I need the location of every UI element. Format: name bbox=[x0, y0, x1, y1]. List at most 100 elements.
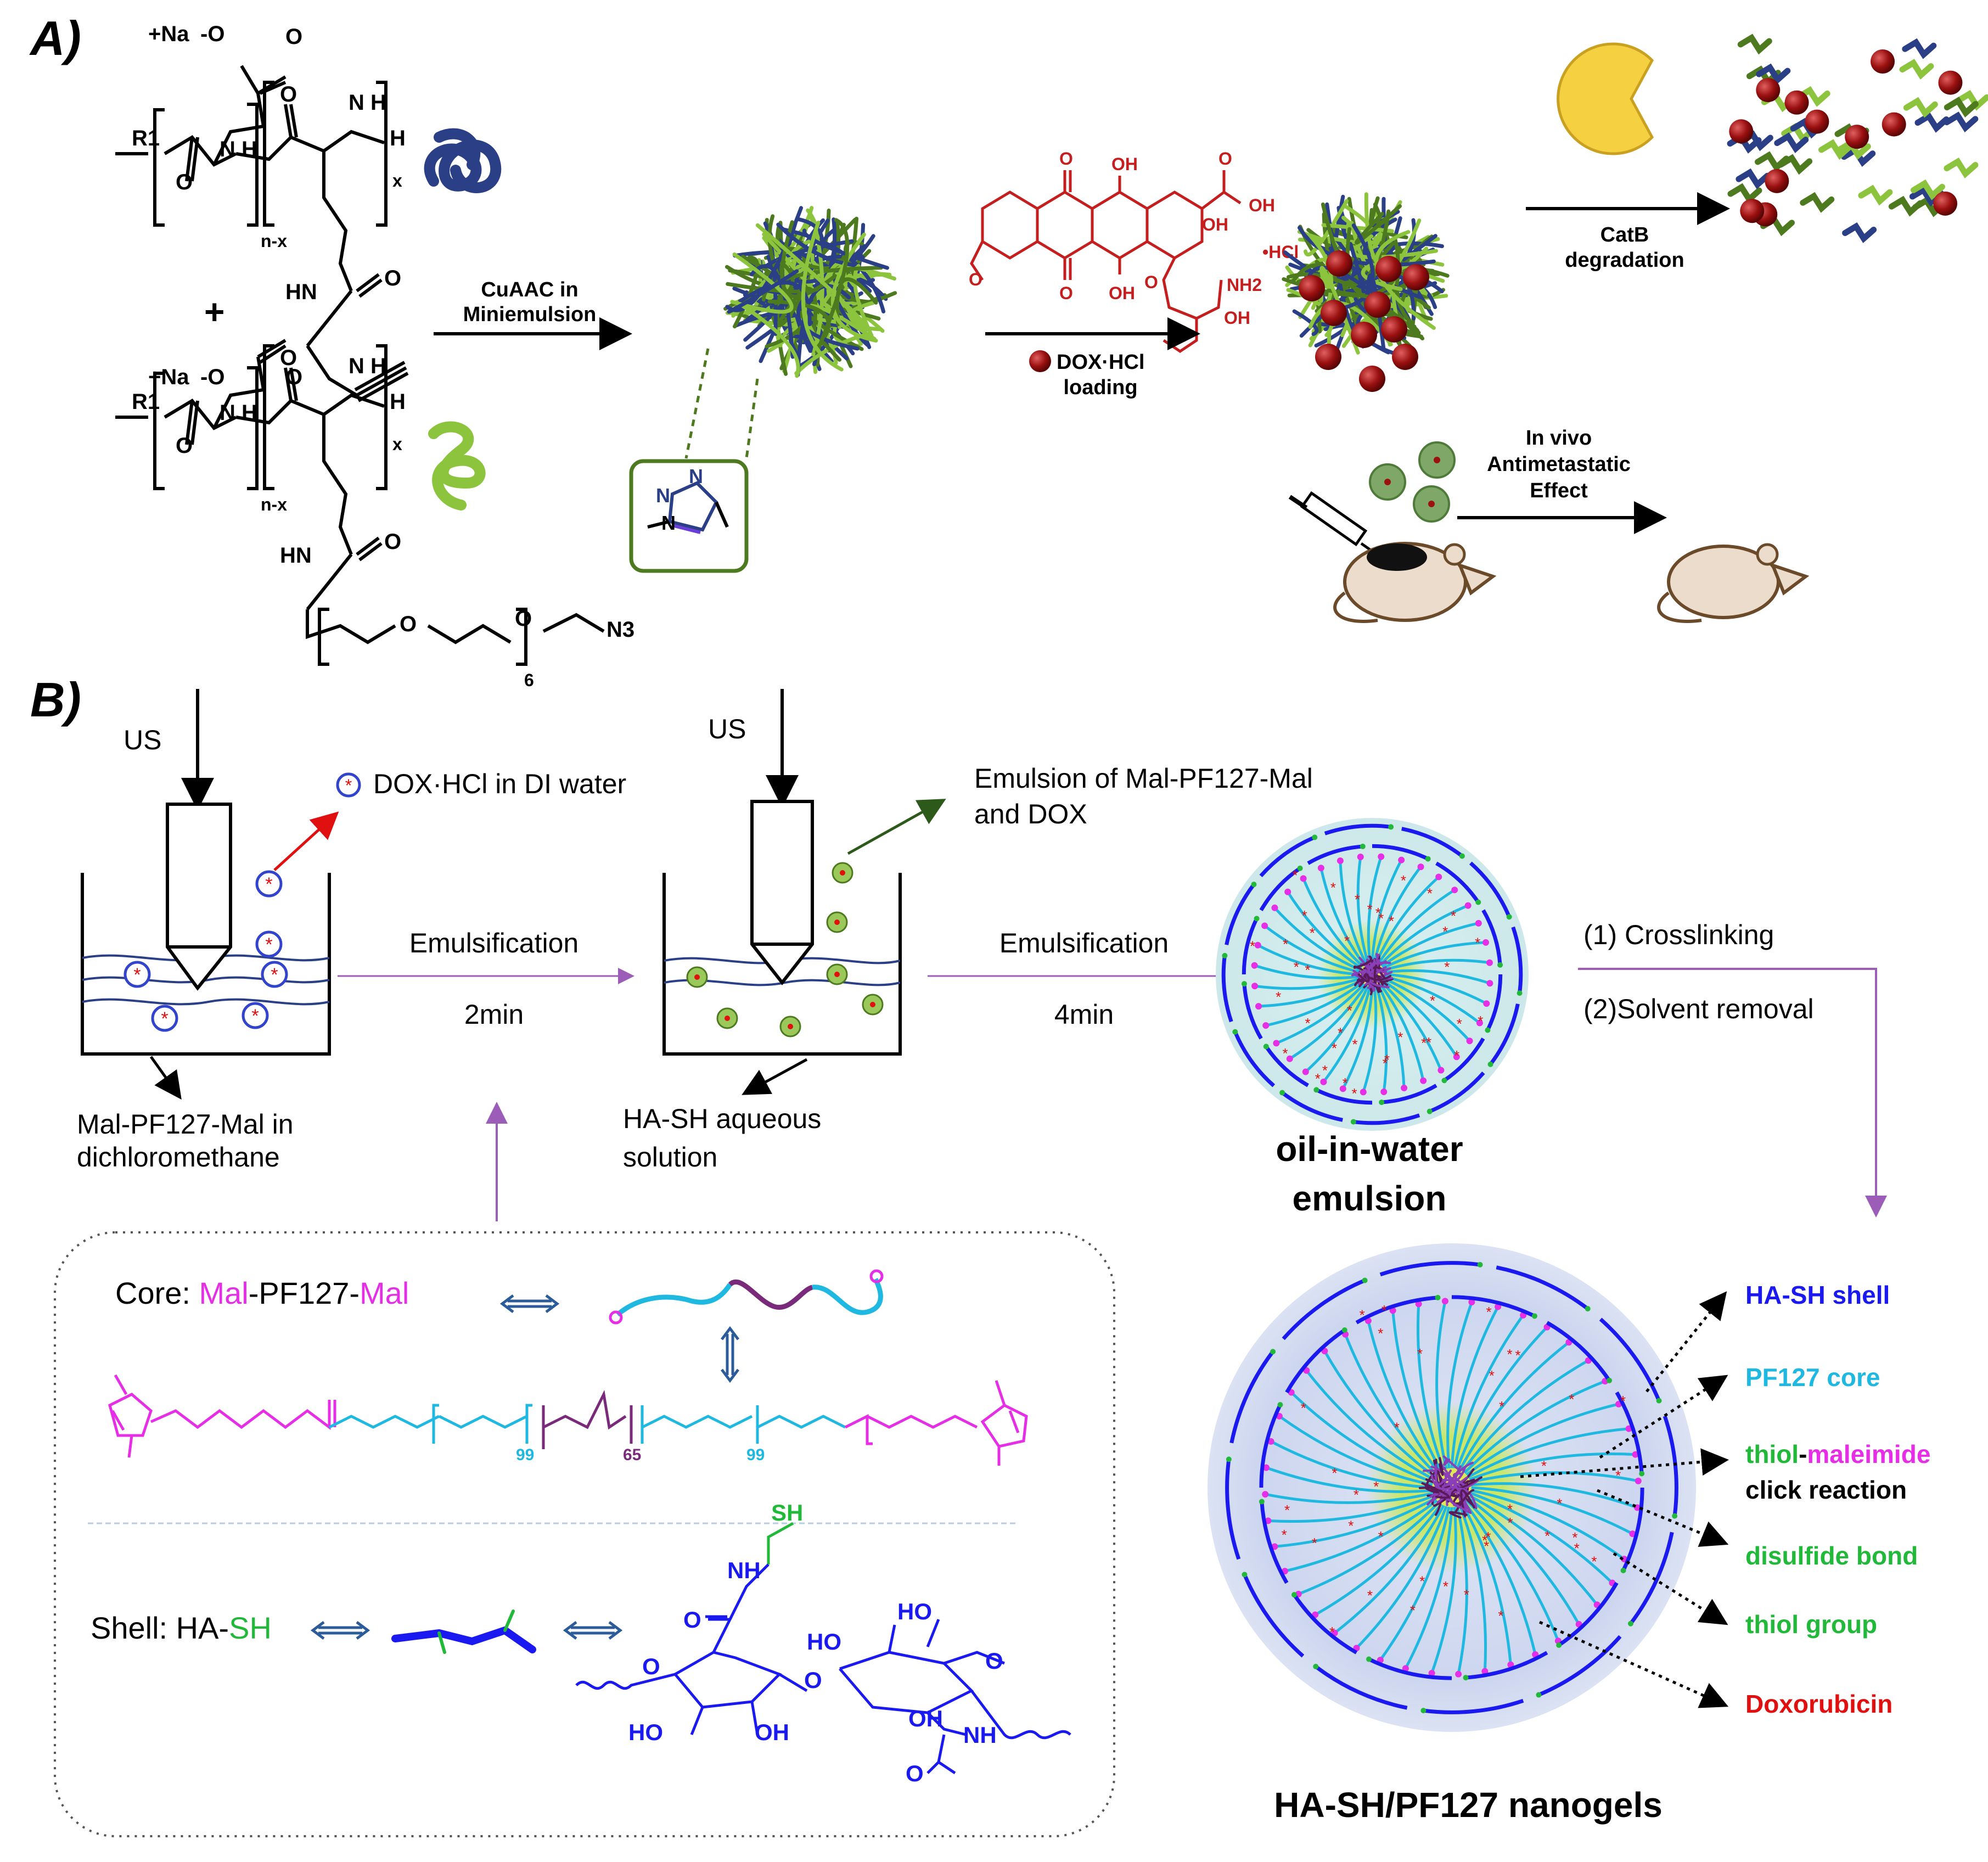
doxorubicin-star: * bbox=[1485, 1529, 1491, 1545]
thiol-group bbox=[1263, 1044, 1269, 1050]
ha-o1: O bbox=[642, 1653, 660, 1679]
ha-shell-segment bbox=[1315, 1665, 1408, 1710]
core-prefix: Core: bbox=[115, 1276, 199, 1310]
m2-anion: -O bbox=[200, 365, 224, 389]
ha-shell-segment bbox=[1221, 955, 1233, 1023]
doxorubicin-star: * bbox=[1620, 1393, 1626, 1409]
released-dox bbox=[1756, 78, 1781, 103]
legend-dash: - bbox=[1799, 1440, 1807, 1468]
pf127-arm bbox=[1467, 1427, 1629, 1478]
pf127-arm bbox=[1258, 979, 1362, 1008]
pf127-arm bbox=[1430, 1507, 1457, 1674]
maleimide-end bbox=[1475, 919, 1482, 927]
maleimide-end bbox=[1441, 1298, 1448, 1305]
polymer-strand bbox=[1429, 1465, 1462, 1498]
doxorubicin-star: * bbox=[1322, 1062, 1328, 1079]
doxorubicin-star: * bbox=[1344, 933, 1350, 949]
pf127-arm bbox=[1465, 1403, 1619, 1476]
legend-click: click reaction bbox=[1745, 1476, 1907, 1504]
ha-shell-segment bbox=[1401, 827, 1463, 858]
ha-shell-segment bbox=[1259, 1404, 1282, 1488]
oil-water-line2: emulsion bbox=[1293, 1179, 1447, 1218]
polymer-strand bbox=[1421, 1482, 1450, 1499]
ha-shell-segment bbox=[1242, 983, 1263, 1040]
polymer-strand bbox=[1345, 227, 1414, 299]
thiol-group bbox=[1313, 1663, 1319, 1669]
legend-thiol: thiol bbox=[1745, 1440, 1799, 1468]
doxorubicin-star: * bbox=[1515, 1347, 1520, 1364]
polymer-strand bbox=[749, 264, 795, 359]
pf127-arm bbox=[1379, 1506, 1451, 1661]
thiol-group bbox=[1360, 843, 1366, 849]
doxorubicin-star: * bbox=[1352, 1085, 1357, 1102]
thiol-group bbox=[1435, 1294, 1441, 1300]
ha-o-amide: O bbox=[683, 1607, 701, 1633]
ha-shell-segment bbox=[1546, 1321, 1611, 1382]
released-dox bbox=[1845, 125, 1869, 149]
dox-o3: O bbox=[1059, 283, 1073, 303]
catb-line1: CatB bbox=[1600, 223, 1649, 246]
thiol-group bbox=[1277, 1402, 1283, 1408]
ha-shell-segment bbox=[1281, 1091, 1343, 1122]
polymer-strand bbox=[802, 228, 889, 270]
nanogel-title: HA-SH/PF127 nanogels bbox=[1274, 1785, 1663, 1825]
pf127-arm bbox=[1287, 891, 1362, 969]
doxorubicin-star: * bbox=[1283, 1045, 1288, 1062]
legend-doxorubicin: Doxorubicin bbox=[1745, 1690, 1892, 1718]
ha-shell-segment bbox=[1538, 1635, 1622, 1697]
pf127-arm bbox=[1367, 856, 1383, 962]
thiol-group bbox=[1506, 914, 1512, 920]
pf127-arm bbox=[1323, 1350, 1436, 1478]
pf127-arm bbox=[1276, 983, 1366, 1045]
arrow-crosslinking bbox=[1578, 968, 1887, 1218]
polymer-fragment bbox=[1910, 179, 1945, 200]
doxorubicin-star: * bbox=[1498, 1608, 1503, 1624]
cuaac-label-line1: CuAAC in bbox=[481, 278, 578, 301]
droplet-core bbox=[834, 972, 840, 977]
ha-shell-segment bbox=[1293, 1594, 1358, 1655]
maleimide-end bbox=[1336, 857, 1344, 864]
ha-shell-segment bbox=[1435, 861, 1480, 904]
dox-droplet bbox=[261, 961, 288, 988]
maleimide-end bbox=[1420, 1077, 1427, 1084]
pf127-arm bbox=[1319, 867, 1366, 966]
dox-particle bbox=[1403, 264, 1429, 290]
polymer-fragment bbox=[1899, 59, 1934, 80]
ha-shell-segment bbox=[1229, 1350, 1274, 1444]
polymer-fragment bbox=[1836, 139, 1871, 160]
thiol-group bbox=[1270, 1349, 1276, 1355]
core-mal2: Mal bbox=[360, 1276, 409, 1310]
maleimide-end bbox=[1483, 1000, 1490, 1007]
polymer-fragment bbox=[1737, 33, 1772, 55]
polymer-fragment bbox=[1727, 183, 1762, 204]
maleimide-end bbox=[1271, 904, 1278, 911]
ha-ho1: HO bbox=[628, 1719, 663, 1745]
thiol-group bbox=[1251, 882, 1257, 888]
polymer-strand bbox=[763, 239, 854, 269]
catb-enzyme-icon bbox=[1557, 42, 1654, 155]
azide-polyglutamate-structure bbox=[115, 339, 605, 666]
polymer-fragment bbox=[1914, 112, 1950, 133]
pf127-arm bbox=[1379, 983, 1425, 1081]
pf127-arm bbox=[1470, 1491, 1614, 1584]
pf127-arm bbox=[1380, 922, 1479, 968]
pf127-arm bbox=[1367, 1320, 1440, 1474]
doxorubicin-star: * bbox=[1545, 1528, 1550, 1544]
pf127-arm bbox=[1273, 907, 1361, 972]
doxorubicin-star: * bbox=[1343, 1075, 1348, 1091]
doxorubicin-star: * bbox=[1401, 872, 1406, 889]
thiol-group bbox=[1242, 1572, 1248, 1578]
doxorubicin-star: * bbox=[1591, 1553, 1597, 1569]
core-double-arrow bbox=[499, 1294, 560, 1313]
doxorubicin-star: * bbox=[1457, 1016, 1462, 1032]
doxorubicin-star: * bbox=[1541, 1458, 1547, 1474]
pf127-arm bbox=[1463, 1501, 1537, 1655]
alkyne-polyglutamate-structure bbox=[115, 65, 409, 402]
ha-shell-segment bbox=[1233, 1031, 1276, 1087]
pf127-sub-99a: 99 bbox=[516, 1446, 534, 1464]
pf127-arm bbox=[1375, 876, 1440, 963]
thiol-group bbox=[1585, 1306, 1591, 1312]
droplet-core bbox=[725, 1016, 730, 1021]
ha-chain-cartoon bbox=[391, 1609, 536, 1654]
thiol-group bbox=[1297, 865, 1303, 871]
